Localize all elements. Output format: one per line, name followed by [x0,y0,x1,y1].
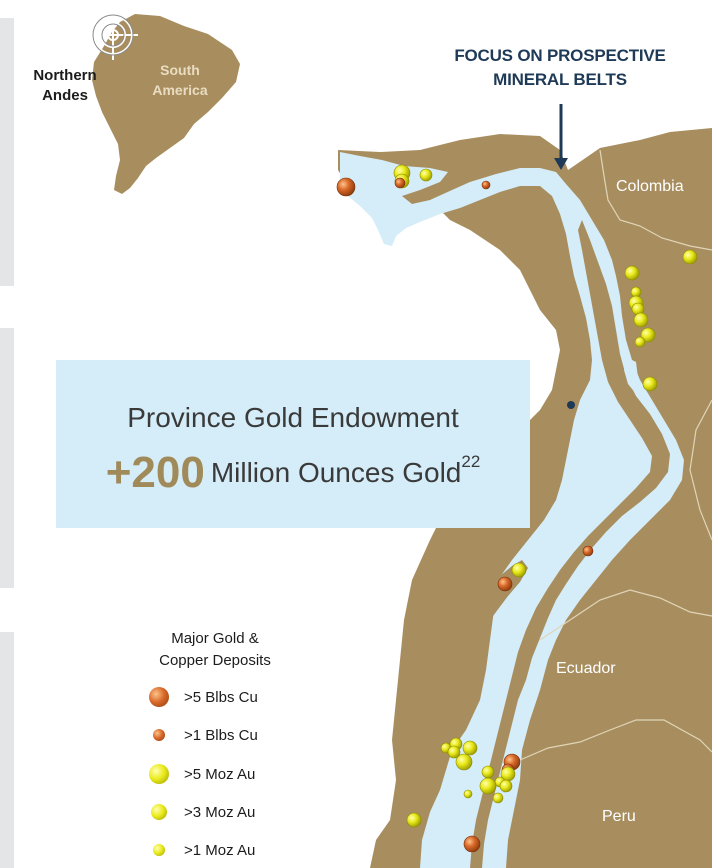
central-cordillera [470,220,670,868]
gold-deposit-marker [499,779,513,793]
gold-deposit-marker [682,249,698,265]
gold-deposit-icon [149,764,169,784]
gold-deposit-marker [642,376,658,392]
legend-label: >5 Moz Au [184,765,256,783]
legend-item: >3 Moz Au [144,799,255,825]
legend-title: Major Gold & Copper Deposits [159,630,271,669]
gold-deposit-marker [633,312,649,328]
copper-deposit-marker [497,576,513,592]
gold-deposit-marker [455,753,473,771]
gold-deposit-marker [634,336,646,348]
endowment-footnote: 22 [461,451,481,471]
inset-continent-label: South America [152,62,208,98]
focus-title: FOCUS ON PROSPECTIVE MINERAL BELTS [454,46,666,89]
gold-deposit-marker [447,745,461,759]
legend-label: >1 Blbs Cu [184,726,258,744]
legend-item: >1 Moz Au [144,837,255,863]
legend-swatch [144,844,174,856]
gold-deposit-marker [492,792,504,804]
country-label-ecuador: Ecuador [556,660,616,677]
border-colombia-venezuela [599,149,713,251]
copper-deposit-marker [394,177,406,189]
country-label-peru: Peru [602,808,636,825]
side-panel-bottom [0,632,14,868]
copper-deposit-icon [149,687,169,707]
copper-deposit-marker [336,177,356,197]
south-america-shape [92,14,240,194]
inset-south-america [88,10,240,194]
gold-deposit-marker [481,765,495,779]
legend-label: >1 Moz Au [184,841,256,859]
legend-swatch [144,729,174,741]
gold-deposit-icon [153,844,165,856]
gold-deposit-icon [151,804,167,820]
legend-item: >1 Blbs Cu [144,722,258,748]
copper-deposit-marker [481,180,491,190]
gold-deposit-marker [479,777,497,795]
gold-deposit-marker [463,789,473,799]
border-colombia-brazil [689,399,713,541]
gold-deposit-marker [419,168,433,182]
border-colombia-ecuador [539,589,713,641]
endowment-title: Province Gold Endowment [127,402,459,433]
border-ecuador-peru [519,719,713,761]
copper-deposit-icon [153,729,165,741]
gold-deposit-marker [406,812,422,828]
legend-swatch [144,687,174,707]
endowment-unit: Million Ounces Gold [210,457,462,488]
coastal-lake [624,358,644,394]
gold-deposit-marker [640,327,656,343]
deposit-markers [336,164,698,853]
legend-swatch [144,764,174,784]
side-panel-middle [0,328,14,588]
country-label-colombia: Colombia [616,178,684,195]
inset-region-label: Northern Andes [33,67,97,104]
side-panel-top [0,18,14,286]
down-arrow-icon [554,104,568,170]
gold-deposit-marker [630,286,642,298]
legend-label: >5 Blbs Cu [184,688,258,706]
endowment-value: +200 [105,448,205,497]
copper-deposit-marker [582,545,594,557]
copper-deposit-marker [463,835,481,853]
compass-rose-icon [88,10,138,60]
legend-item: >5 Blbs Cu [144,684,258,710]
gold-deposit-marker [624,265,640,281]
legend-label: >3 Moz Au [184,803,256,821]
gold-deposit-marker [511,562,527,578]
legend-item: >5 Moz Au [144,761,255,787]
legend-swatch [144,804,174,820]
gold-deposit-marker [462,740,478,756]
lake-marker [567,401,575,409]
